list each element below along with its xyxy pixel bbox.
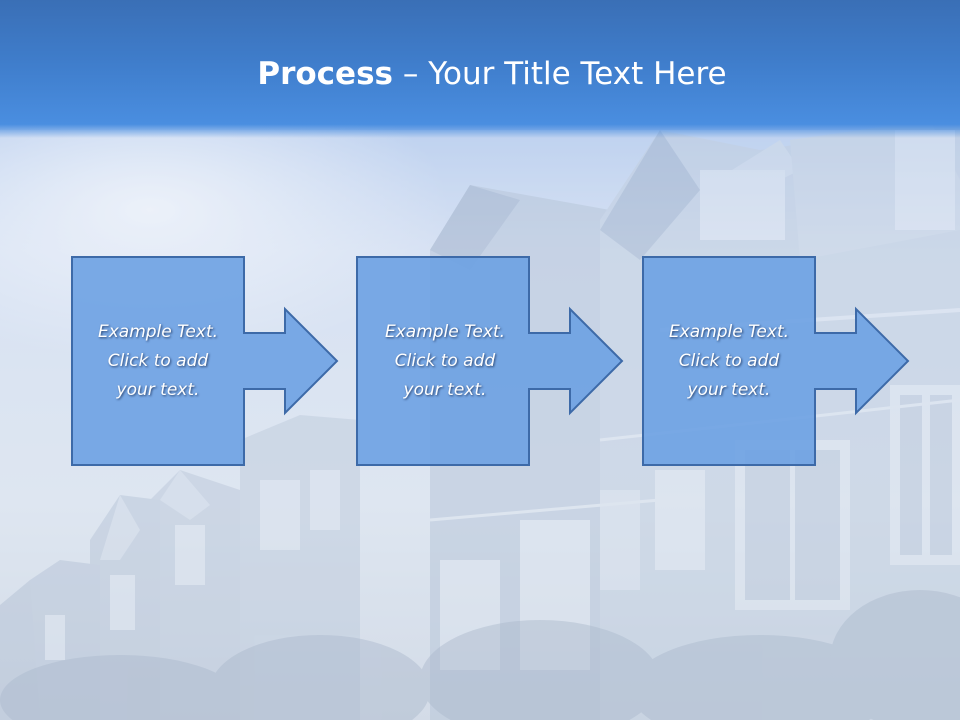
slide-title[interactable]: Process – Your Title Text Here	[0, 52, 960, 96]
step-1-line-3: your text.	[116, 379, 200, 400]
step-3-text[interactable]: Example Text. Click to add your text.	[643, 257, 815, 465]
step-2-text[interactable]: Example Text. Click to add your text.	[359, 257, 531, 465]
step-2-line-2: Click to add	[394, 350, 496, 371]
step-1-arrow[interactable]	[71, 256, 339, 466]
step-2-line-3: your text.	[403, 379, 487, 400]
step-3-line-3: your text.	[687, 379, 771, 400]
step-3-arrow[interactable]	[642, 256, 910, 466]
step-1-text[interactable]: Example Text. Click to add your text.	[72, 257, 244, 465]
step-2-arrow[interactable]	[356, 256, 624, 466]
step-1-line-1: Example Text.	[97, 321, 219, 342]
title-rest: – Your Title Text Here	[393, 56, 727, 92]
step-2-line-1: Example Text.	[384, 321, 506, 342]
step-3-box: Example Text. Click to add your text.	[643, 257, 815, 465]
step-1-box: Example Text. Click to add your text.	[72, 257, 244, 465]
title-bar	[0, 0, 960, 138]
title-bold: Process	[257, 56, 393, 92]
step-3-line-2: Click to add	[678, 350, 780, 371]
step-3-line-1: Example Text.	[668, 321, 790, 342]
step-1-line-2: Click to add	[107, 350, 209, 371]
step-2-box: Example Text. Click to add your text.	[359, 257, 531, 465]
